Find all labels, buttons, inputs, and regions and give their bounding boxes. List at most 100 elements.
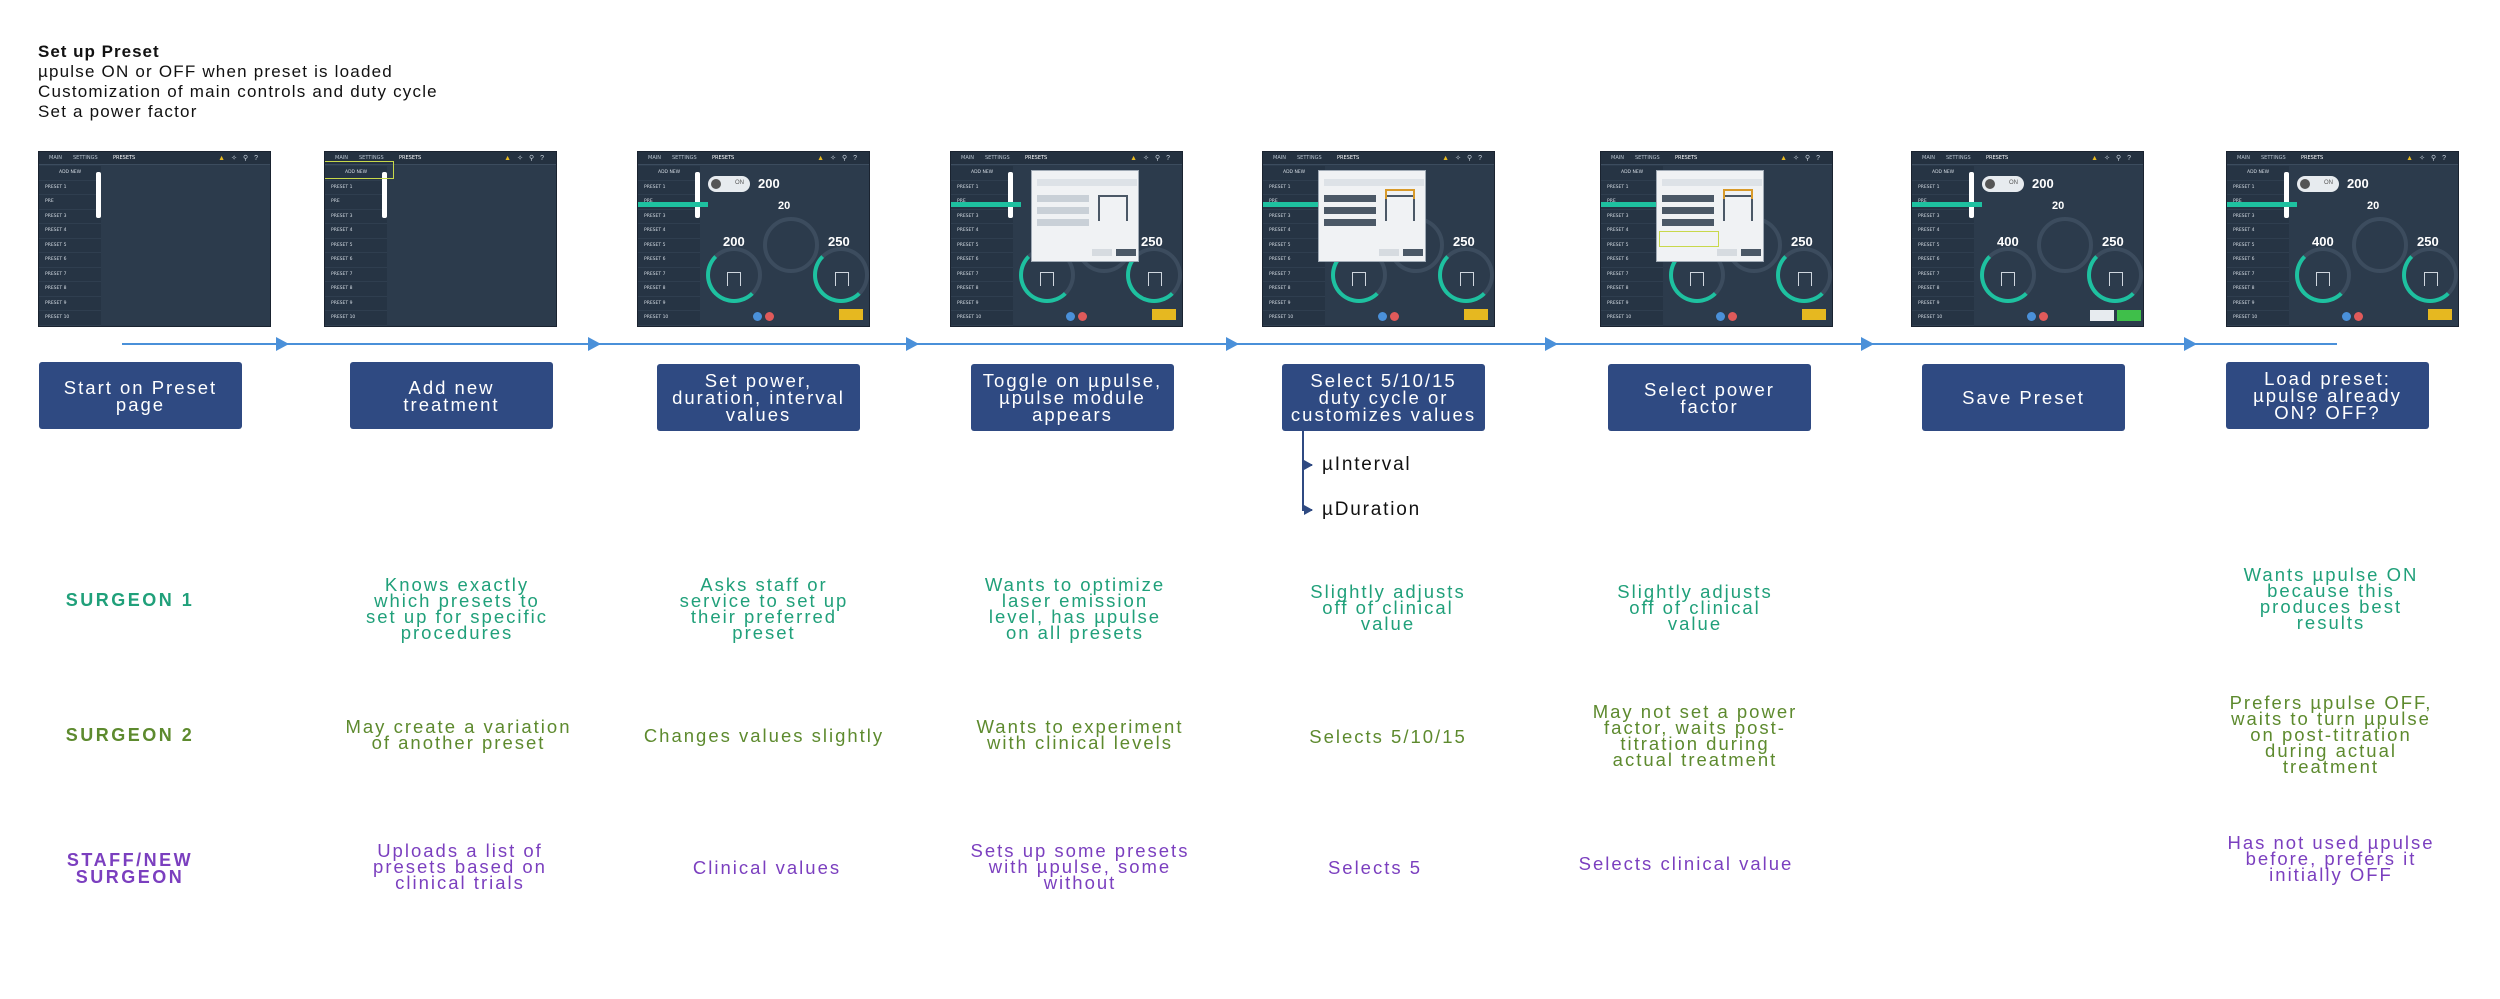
settings-icon: ✧ — [1455, 155, 1467, 162]
screen-preset-item: PRESET 4 — [1912, 224, 1974, 239]
power-dial-value: 200 — [723, 234, 745, 249]
flow-chevron — [906, 337, 919, 351]
screen-preset-item: PRESET 9 — [1601, 297, 1663, 311]
upulse-toggle: ON — [1982, 176, 2024, 192]
screen-preset-item: PRE — [39, 195, 101, 210]
screen-preset-item: PRESET 10 — [2227, 311, 2289, 326]
cancel-button — [1092, 249, 1112, 256]
screen-tab-main: MAIN — [648, 155, 661, 161]
pulse-waveform-icon — [1148, 272, 1162, 286]
screen-preset-item: PRESET 5 — [2227, 239, 2289, 253]
branch-uinterval: µInterval — [1322, 454, 1412, 475]
staff-load-preset: Has not used µpulse before, prefers it i… — [2227, 832, 2435, 885]
screen-preset-item: PRESET 3 — [1263, 210, 1325, 224]
power-factor-row — [1662, 219, 1714, 226]
warning-icon: ▲ — [504, 155, 518, 162]
screen-preset-item: PRESET 7 — [951, 268, 1013, 282]
pulse-waveform-icon — [727, 272, 741, 286]
person-icon: ⚲ — [242, 155, 255, 162]
screen-tab-presets: PRESETS — [1025, 155, 1048, 161]
screen-preset-item: PRESET 8 — [638, 282, 700, 297]
interval-dial — [1438, 247, 1494, 303]
screen-preset-item: PRESET 3 — [638, 210, 700, 224]
branch-arrow — [1304, 505, 1313, 515]
edit-icon — [2342, 312, 2351, 321]
uduration-row — [1037, 207, 1089, 214]
pulse-waveform-icon — [1460, 272, 1474, 286]
upulse-toggle: ON — [708, 176, 750, 192]
settings-icon: ✧ — [2419, 155, 2431, 162]
duration-dial — [2352, 217, 2408, 273]
staff-power-factor: Selects clinical value — [1578, 853, 1794, 874]
screen-preset-item: PRESET 3 — [2227, 210, 2289, 224]
warning-icon: ▲ — [2406, 155, 2420, 162]
pulse-waveform-icon — [1352, 272, 1366, 286]
delete-icon — [1728, 312, 1737, 321]
screen-preset-item: PRESET 8 — [1912, 282, 1974, 297]
uinterval-row — [1324, 195, 1376, 202]
screen-scrollbar — [382, 172, 387, 218]
add-new-highlight — [325, 161, 394, 179]
screen-preset-item: PRESET 4 — [1601, 224, 1663, 239]
selected-preset-bar — [2227, 202, 2297, 207]
role-staff-new-surgeon: STAFF/NEW SURGEON — [66, 850, 194, 887]
help-icon: ? — [2442, 155, 2452, 162]
cancel-button — [1379, 249, 1399, 256]
screen-preset-item: PRESET 6 — [638, 253, 700, 268]
screen-tab-settings: SETTINGS — [1946, 155, 1971, 161]
branch-arrow — [1304, 460, 1313, 470]
screen-preset-item: PRESET 5 — [39, 239, 101, 253]
screen-tab-settings: SETTINGS — [985, 155, 1010, 161]
interval-dial-value: 250 — [1141, 234, 1163, 249]
screen-add-new: ADD NEW — [1263, 166, 1325, 181]
screen-preset-item: PRESET 1 — [325, 181, 387, 195]
header-line-1: µpulse ON or OFF when preset is loaded — [38, 62, 393, 81]
step-add-new-treatment: Add new treatment — [350, 362, 553, 429]
upulse-module — [1656, 170, 1764, 262]
screen-preset-item: PRESET 1 — [1601, 181, 1663, 195]
delete-icon — [1078, 312, 1087, 321]
settings-icon: ✧ — [2104, 155, 2116, 162]
screen-status-icons: ▲✧⚲? — [1780, 154, 1826, 162]
screen-preset-item: PRESET 5 — [1601, 239, 1663, 253]
delete-icon — [2039, 312, 2048, 321]
screen-scrollbar — [695, 172, 700, 218]
uinterval-row — [1037, 195, 1089, 202]
surgeon2-toggle: Wants to experiment with clinical levels — [976, 716, 1184, 753]
edit-icon — [1378, 312, 1387, 321]
screen-tab-presets: PRESETS — [2301, 155, 2324, 161]
screen-preset-item: PRESET 6 — [39, 253, 101, 268]
pulse-waveform-icon — [1798, 272, 1812, 286]
duration-value: 20 — [2052, 200, 2065, 212]
pulse-waveform-icon — [1040, 272, 1054, 286]
step-load-preset: Load preset: µpulse already ON? OFF? — [2226, 362, 2429, 429]
duration-value: 20 — [778, 200, 791, 212]
surgeon1-load-preset: Wants µpulse ON because this produces be… — [2243, 564, 2419, 633]
pulse-waveform-icon — [2424, 272, 2438, 286]
screen-tab-main: MAIN — [1611, 155, 1624, 161]
warning-icon: ▲ — [218, 155, 232, 162]
surgeon1-toggle: Wants to optimize laser emission level, … — [984, 574, 1166, 643]
power-dial — [706, 247, 762, 303]
interval-dial-value: 250 — [2102, 234, 2124, 249]
surgeon1-set-values: Asks staff or service to set up their pr… — [679, 574, 849, 643]
screen-preset-item: PRESET 10 — [1912, 311, 1974, 326]
edit-icon — [2027, 312, 2036, 321]
upulse-module — [1031, 170, 1139, 262]
power-value: 200 — [758, 176, 780, 191]
screen-preset-item: PRESET 7 — [1601, 268, 1663, 282]
screen-preset-item: PRESET 10 — [638, 311, 700, 326]
role-surgeon-1: SURGEON 1 — [65, 590, 195, 610]
pulse-waveform-icon — [835, 272, 849, 286]
power-dial-value: 400 — [2312, 234, 2334, 249]
screen-preset-item: PRESET 4 — [2227, 224, 2289, 239]
power-dial — [2295, 247, 2351, 303]
uduration-row — [1324, 207, 1376, 214]
interval-dial — [1126, 247, 1182, 303]
screen-preset-item: PRESET 10 — [39, 311, 101, 326]
power-value: 200 — [2347, 176, 2369, 191]
screen-tab-settings: SETTINGS — [1635, 155, 1660, 161]
screen-add-new: ADD NEW — [638, 166, 700, 181]
